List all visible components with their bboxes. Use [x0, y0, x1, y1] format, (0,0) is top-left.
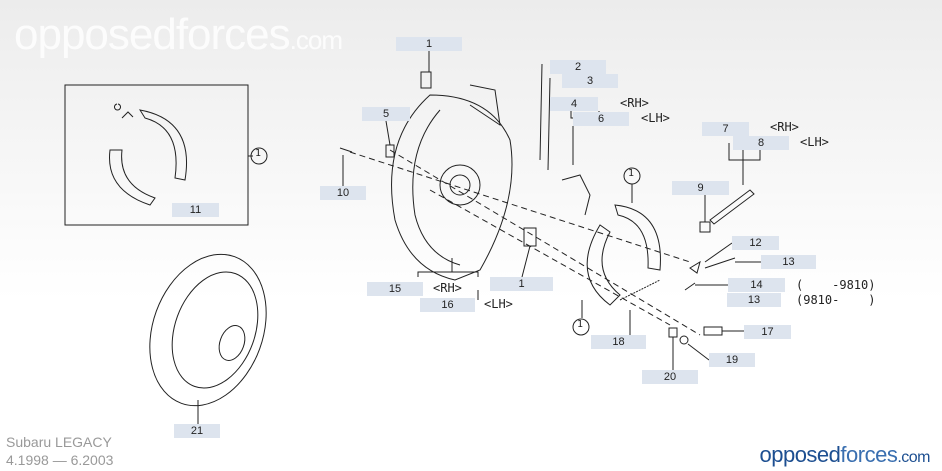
callout-1-lower[interactable]: 1 [490, 277, 553, 291]
pin-clips [539, 63, 551, 171]
parking-lever [561, 126, 591, 216]
callout-13[interactable]: 13 [761, 255, 816, 269]
callout-13-alt[interactable]: 13 [727, 293, 781, 307]
brand-logo[interactable]: opposedforces.com [759, 442, 930, 467]
callout-1-bolt[interactable]: 1 [396, 37, 462, 51]
bolt-10 [339, 147, 353, 153]
brake-disc [149, 253, 267, 407]
bleeder [703, 326, 723, 336]
bolt [420, 51, 432, 89]
note-rh-lever: <RH> [620, 96, 649, 110]
note-from-9810: (9810- ) [796, 293, 876, 307]
springs [689, 257, 736, 274]
callout-3[interactable]: 3 [562, 74, 618, 88]
vehicle-period: 4.1998 — 6.2003 [6, 452, 114, 468]
note-until-9810: ( -9810) [796, 278, 876, 292]
note-lh-plate: <LH> [484, 297, 513, 311]
callout-5[interactable]: 5 [362, 107, 410, 121]
callout-17[interactable]: 17 [744, 325, 791, 339]
ref-mark-inset: 1 [255, 148, 262, 159]
callout-20[interactable]: 20 [642, 370, 698, 384]
callout-2[interactable]: 2 [550, 60, 606, 74]
callout-18[interactable]: 18 [591, 335, 646, 349]
note-lh-lever: <LH> [641, 111, 670, 125]
brake-shoes [586, 204, 661, 306]
note-rh-plate: <RH> [433, 281, 462, 295]
callout-12[interactable]: 12 [732, 236, 779, 250]
spring-18 [619, 279, 661, 301]
callout-21[interactable]: 21 [174, 424, 220, 438]
callout-19[interactable]: 19 [709, 353, 755, 367]
washer [668, 327, 678, 338]
inset-brake-shoes [109, 103, 187, 206]
backing-plate [391, 84, 513, 281]
callout-15[interactable]: 15 [367, 282, 423, 296]
adjuster [709, 189, 755, 225]
callout-16[interactable]: 16 [420, 298, 475, 312]
callout-11[interactable]: 11 [172, 203, 219, 217]
shoe-kit-inset-box [64, 84, 249, 226]
ref-mark-upper-shoe: 1 [628, 168, 635, 179]
callout-10[interactable]: 10 [320, 186, 366, 200]
callout-7[interactable]: 7 [702, 122, 749, 136]
callout-14[interactable]: 14 [728, 278, 785, 292]
callout-6[interactable]: 6 [573, 112, 629, 126]
ref-mark-lower-shoe: 1 [577, 319, 584, 330]
vehicle-model: Subaru LEGACY [6, 434, 112, 450]
watermark: opposedforces.com [14, 10, 343, 59]
note-rh-adjuster: <RH> [770, 120, 799, 134]
bolt-lower [523, 227, 537, 247]
note-lh-adjuster: <LH> [800, 135, 829, 149]
vehicle-info: Subaru LEGACY 4.1998 — 6.2003 [6, 433, 113, 469]
callout-8[interactable]: 8 [733, 136, 789, 150]
cap [679, 335, 689, 345]
callout-9[interactable]: 9 [672, 181, 729, 195]
adjuster-nut [699, 221, 711, 233]
plug-5 [385, 144, 395, 158]
callout-4[interactable]: 4 [550, 97, 598, 111]
